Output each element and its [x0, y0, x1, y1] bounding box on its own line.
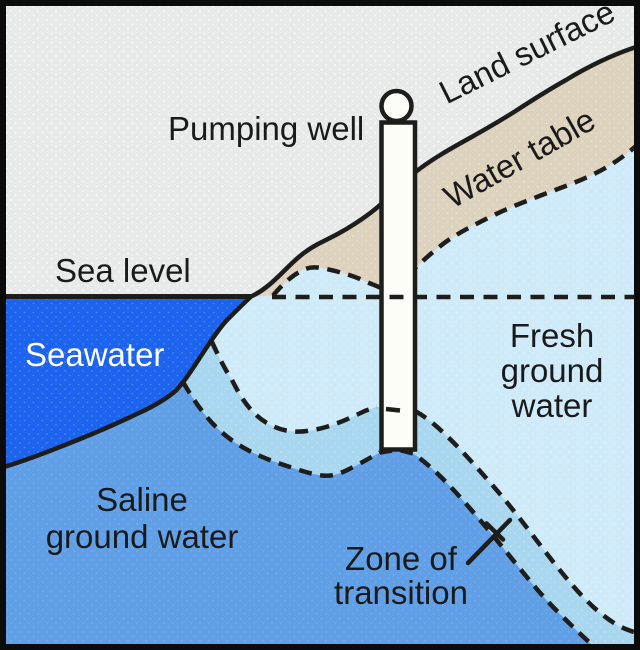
zone-of-transition-leader-line: [465, 517, 513, 566]
seawater-boundary-line: [1, 294, 254, 470]
fresh-ground-water-label-line2: ground: [501, 352, 604, 389]
seawater-label: Seawater: [25, 336, 164, 373]
saline-ground-water-region: [4, 382, 596, 648]
transition-lower-dashed-line: [181, 380, 598, 650]
saline-ground-water-label-line2: ground water: [46, 518, 239, 555]
zone-of-transition-label-line1: Zone of: [345, 540, 458, 577]
fresh-ground-water-label-line1: Fresh: [510, 317, 594, 354]
in-well-dash-mark: [385, 406, 401, 413]
pumping-well-label: Pumping well: [168, 110, 364, 147]
transition-upper-dashed-line-right: [413, 409, 635, 635]
sea-level-label: Sea level: [55, 252, 191, 289]
pumping-well-pipe: [379, 120, 418, 452]
water-table-dashed-line: [271, 144, 638, 297]
zone-of-transition-label-line2: transition: [334, 574, 468, 611]
unsaturated-zone-region: [250, 47, 636, 297]
zone-of-transition-leader-tick: [484, 521, 506, 542]
pumping-well-cap-icon: [379, 88, 414, 124]
fresh-ground-water-label-line3: water: [511, 387, 593, 424]
saline-ground-water-label-line1: Saline: [96, 481, 188, 518]
seawater-region: [4, 296, 251, 467]
